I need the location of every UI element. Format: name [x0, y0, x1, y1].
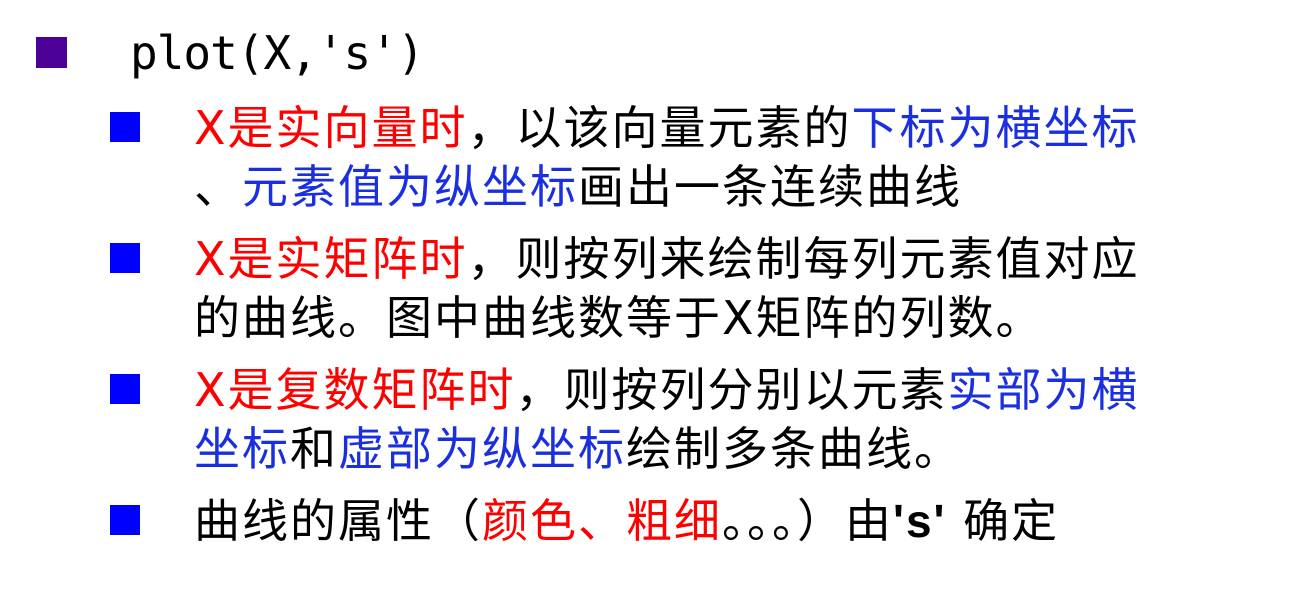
item-3-line-2: 坐标和虚部为纵坐标绘制多条曲线。: [194, 422, 962, 476]
page-title: plot(X,'s'): [130, 26, 425, 80]
title-bullet-icon: [36, 37, 67, 68]
item-2-line-2: 的曲线。图中曲线数等于X矩阵的列数。: [194, 291, 1044, 345]
item-1-line-2: 、元素值为纵坐标画出一条连续曲线: [194, 160, 962, 214]
item-bullet-icon: [110, 243, 140, 273]
item-2-line-1: X是实矩阵时，则按列来绘制每列元素值对应: [194, 232, 1140, 286]
item-bullet-icon: [110, 505, 140, 535]
item-3-line-1: X是复数矩阵时，则按列分别以元素实部为横: [194, 363, 1140, 417]
item-1-line-1: X是实向量时，以该向量元素的下标为横坐标: [194, 101, 1140, 155]
item-4-line-1: 曲线的属性（颜色、粗细。。。）由's' 确定: [194, 494, 1060, 548]
item-bullet-icon: [110, 374, 140, 404]
item-bullet-icon: [110, 112, 140, 142]
